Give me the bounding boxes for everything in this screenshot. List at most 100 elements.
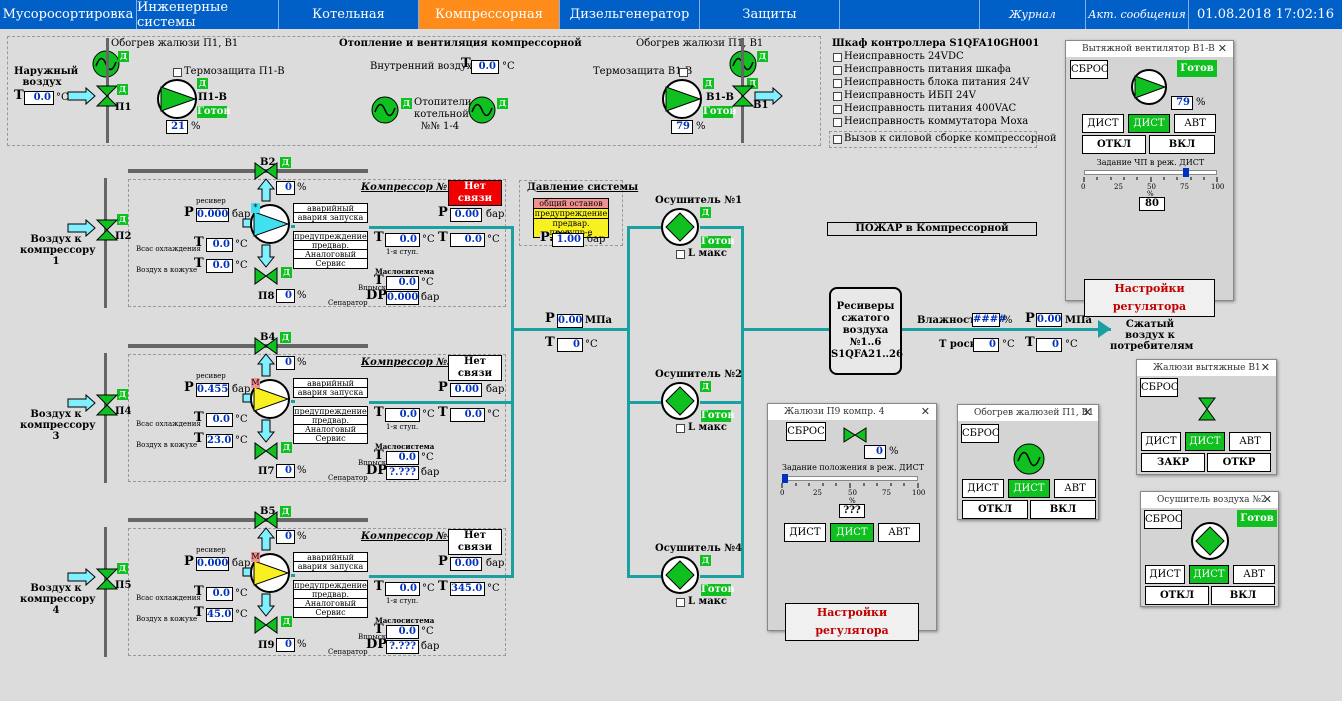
header-pressure: 0.00 bbox=[557, 314, 583, 328]
close-icon[interactable]: ✕ bbox=[1260, 361, 1270, 374]
valve-top-icon[interactable] bbox=[254, 511, 278, 529]
reset-button[interactable]: СБРОС bbox=[1070, 60, 1109, 79]
on-button[interactable]: ВКЛ bbox=[1030, 500, 1096, 519]
on-button[interactable]: ВКЛ bbox=[1211, 586, 1275, 605]
dist-active-button[interactable]: ДИСТ bbox=[1128, 114, 1170, 133]
lmax-checkbox[interactable] bbox=[676, 598, 685, 607]
outlet-pressure: 0.00 bbox=[450, 208, 482, 222]
auto-button[interactable]: АВТ bbox=[1229, 432, 1271, 451]
dryer2-popup: Осушитель воздуха №2✕ СБРОС Готов ДИСТ Д… bbox=[1140, 491, 1279, 607]
auto-button[interactable]: АВТ bbox=[1233, 565, 1275, 584]
dist-button[interactable]: ДИСТ bbox=[1082, 114, 1124, 133]
lmax-checkbox[interactable] bbox=[676, 424, 685, 433]
dist-active-button[interactable]: ДИСТ bbox=[1008, 479, 1050, 498]
compressor-icon[interactable] bbox=[250, 379, 292, 419]
dryer-icon[interactable] bbox=[661, 208, 701, 248]
tab-compressor[interactable]: Компрессорная bbox=[419, 0, 560, 29]
tab-boiler[interactable]: Котельная bbox=[279, 0, 419, 29]
dist-active-button[interactable]: ДИСТ bbox=[830, 523, 874, 542]
cabinet-check-3[interactable] bbox=[833, 79, 842, 88]
compressor-title: Компрессор №1 bbox=[361, 182, 455, 193]
valve-inlet-icon[interactable] bbox=[95, 219, 119, 241]
reset-button[interactable]: СБРОС bbox=[961, 424, 1000, 443]
lmax-checkbox[interactable] bbox=[676, 250, 685, 259]
off-button[interactable]: ОТКЛ bbox=[962, 500, 1028, 519]
valve-top-icon[interactable] bbox=[254, 162, 278, 180]
journal-button[interactable]: Журнал bbox=[980, 0, 1086, 29]
setpoint-input[interactable]: 80 bbox=[1139, 197, 1165, 211]
air-to-compressor-label: Воздух к компрессору 3 bbox=[20, 409, 96, 442]
position-slider[interactable] bbox=[782, 476, 918, 481]
dryer-icon[interactable] bbox=[661, 382, 701, 422]
thermo-p1b-checkbox[interactable] bbox=[173, 68, 182, 77]
close-icon[interactable]: ✕ bbox=[1262, 493, 1272, 506]
receivers-block[interactable]: Ресиверы сжатого воздуха №1..6 S1QFA21..… bbox=[829, 287, 903, 375]
close-button[interactable]: ЗАКР bbox=[1141, 453, 1205, 472]
heater-2-icon[interactable] bbox=[468, 96, 498, 126]
up-arrow-icon bbox=[256, 178, 276, 202]
close-icon[interactable]: ✕ bbox=[1082, 406, 1092, 419]
dist-button[interactable]: ДИСТ bbox=[1141, 432, 1181, 451]
tab-engineering[interactable]: Инженерные системы bbox=[137, 0, 279, 30]
thermo-b1b-checkbox[interactable] bbox=[679, 68, 688, 77]
air-in-arrow-icon bbox=[67, 567, 96, 587]
stage1-temp: 0.0 bbox=[385, 408, 420, 422]
reset-button[interactable]: СБРОС bbox=[1140, 378, 1179, 397]
close-icon[interactable]: ✕ bbox=[920, 405, 930, 418]
tab-protection[interactable]: Защиты bbox=[700, 0, 840, 29]
valve-bottom-icon[interactable] bbox=[254, 616, 278, 634]
dist-active-button[interactable]: ДИСТ bbox=[1185, 432, 1225, 451]
dist-button[interactable]: ДИСТ bbox=[1145, 565, 1185, 584]
setpoint-slider[interactable] bbox=[1084, 170, 1217, 175]
stage1-temp: 0.0 bbox=[385, 582, 420, 596]
reset-button[interactable]: СБРОС bbox=[1144, 510, 1183, 529]
valve-top-percent: 0 bbox=[276, 181, 295, 195]
fan-p1b-icon[interactable] bbox=[157, 79, 199, 119]
cabinet-check-6[interactable] bbox=[833, 118, 842, 127]
regulator-settings-button[interactable]: Настройки регулятора bbox=[785, 603, 919, 641]
slider-thumb[interactable] bbox=[782, 474, 788, 483]
compressor-icon[interactable] bbox=[250, 204, 292, 244]
compressor-mode-badge: * bbox=[251, 203, 260, 213]
cabinet-check-2[interactable] bbox=[833, 66, 842, 75]
dist-button[interactable]: ДИСТ bbox=[962, 479, 1004, 498]
close-icon[interactable]: ✕ bbox=[1217, 42, 1227, 55]
cabinet-check-1[interactable] bbox=[833, 53, 842, 62]
heater-right-icon[interactable] bbox=[729, 50, 759, 80]
valve-bottom-percent: 0 bbox=[276, 638, 295, 652]
valve-p1-icon[interactable] bbox=[95, 85, 119, 107]
valve-bottom-icon[interactable] bbox=[254, 442, 278, 460]
auto-button[interactable]: АВТ bbox=[1054, 479, 1096, 498]
dist-active-button[interactable]: ДИСТ bbox=[1189, 565, 1229, 584]
valve-top-icon[interactable] bbox=[254, 337, 278, 355]
link-status: Нет связи bbox=[448, 180, 502, 206]
dryer-title: Осушитель №2 bbox=[655, 369, 743, 380]
reset-button[interactable]: СБРОС bbox=[786, 422, 826, 441]
valve-inlet-icon[interactable] bbox=[95, 568, 119, 590]
valve-b1-icon[interactable] bbox=[731, 85, 755, 107]
dryer-title: Осушитель №1 bbox=[655, 195, 743, 206]
dryer-icon[interactable] bbox=[661, 556, 701, 596]
open-button[interactable]: ОТКР bbox=[1207, 453, 1271, 472]
on-button[interactable]: ВКЛ bbox=[1149, 135, 1215, 154]
position-setpoint-input[interactable]: ??? bbox=[839, 504, 865, 518]
regulator-settings-button[interactable]: Настройки регулятора bbox=[1084, 279, 1215, 317]
active-messages-button[interactable]: Акт. сообщения bbox=[1086, 0, 1189, 29]
valve-bottom-icon[interactable] bbox=[254, 267, 278, 285]
dist-button[interactable]: ДИСТ bbox=[784, 523, 826, 542]
off-button[interactable]: ОТКЛ bbox=[1145, 586, 1209, 605]
compressor-icon[interactable] bbox=[250, 553, 292, 593]
tab-sorting[interactable]: Мусоросортировка bbox=[0, 0, 137, 29]
cabinet-check-4[interactable] bbox=[833, 92, 842, 101]
tab-diesel[interactable]: Дизельгенератор bbox=[560, 0, 700, 29]
valve-inlet-icon[interactable] bbox=[95, 394, 119, 416]
auto-button[interactable]: АВТ bbox=[878, 523, 920, 542]
casing-air-temp: 23.0 bbox=[206, 434, 233, 448]
power-call-checkbox[interactable] bbox=[833, 135, 842, 144]
fan-b1b-icon[interactable] bbox=[662, 79, 704, 119]
auto-button[interactable]: АВТ bbox=[1174, 114, 1216, 133]
heater-1-icon[interactable] bbox=[371, 96, 401, 126]
off-button[interactable]: ОТКЛ bbox=[1082, 135, 1146, 154]
slider-thumb[interactable] bbox=[1183, 168, 1190, 177]
cabinet-check-5[interactable] bbox=[833, 105, 842, 114]
